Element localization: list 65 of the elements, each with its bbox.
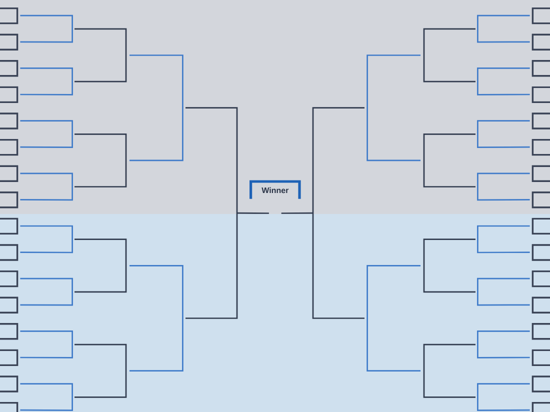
entry-box [0,34,18,50]
entry-box [532,323,550,340]
entry-box [0,86,18,104]
bracket-line [423,28,476,82]
bracket-line [20,383,73,411]
entry-box [532,86,550,104]
entry-box [532,34,550,50]
entry-box [0,376,18,392]
bracket-line [74,344,127,398]
bracket-line [477,172,530,201]
bracket-line [20,172,73,201]
bracket-line [74,238,127,293]
entry-box [532,244,550,261]
bracket-line [130,264,184,372]
bracket-line [20,68,73,96]
entry-box [532,296,550,314]
entry-box [0,323,18,340]
entry-box [0,192,18,208]
bracket-line [477,14,530,43]
bracket-line [423,238,476,293]
bracket-line [423,344,476,398]
bracket-line [20,120,73,148]
entry-box [0,7,18,24]
entry-box [0,296,18,314]
entry-box [0,402,18,412]
winner-box: Winner [250,180,301,199]
entry-box [532,349,550,366]
bracket-line [20,278,73,306]
entry-box [532,165,550,182]
bracket-line [20,225,73,254]
bracket-line [423,133,476,188]
entry-box [0,244,18,261]
entry-box [532,112,550,130]
entry-box [0,165,18,182]
bracket-line [312,107,364,319]
bracket-line [477,68,530,96]
bracket-line [477,225,530,254]
entry-box [532,270,550,288]
entry-box [532,192,550,208]
bracket-line [366,264,420,372]
bracket-line [20,330,73,358]
bracket-line [366,54,420,162]
entry-box [532,376,550,392]
bracket-line [74,28,127,82]
bracket-line [477,383,530,411]
entry-box [532,138,550,156]
entry-box [0,112,18,130]
entry-box [532,60,550,77]
entry-box [0,270,18,288]
entry-box [532,7,550,24]
bracket-line [281,212,313,214]
bracket-line [477,278,530,306]
entry-box [532,402,550,412]
entry-box [0,218,18,235]
bracket-line [74,133,127,188]
entry-box [0,60,18,77]
bracket-line [477,330,530,358]
entry-box [0,349,18,366]
bracket-line [130,54,184,162]
entry-box [0,138,18,156]
bracket-line [20,14,73,43]
bracket-line [237,212,269,214]
entry-box [532,218,550,235]
bracket-line [477,120,530,148]
bracket-line [186,107,238,319]
